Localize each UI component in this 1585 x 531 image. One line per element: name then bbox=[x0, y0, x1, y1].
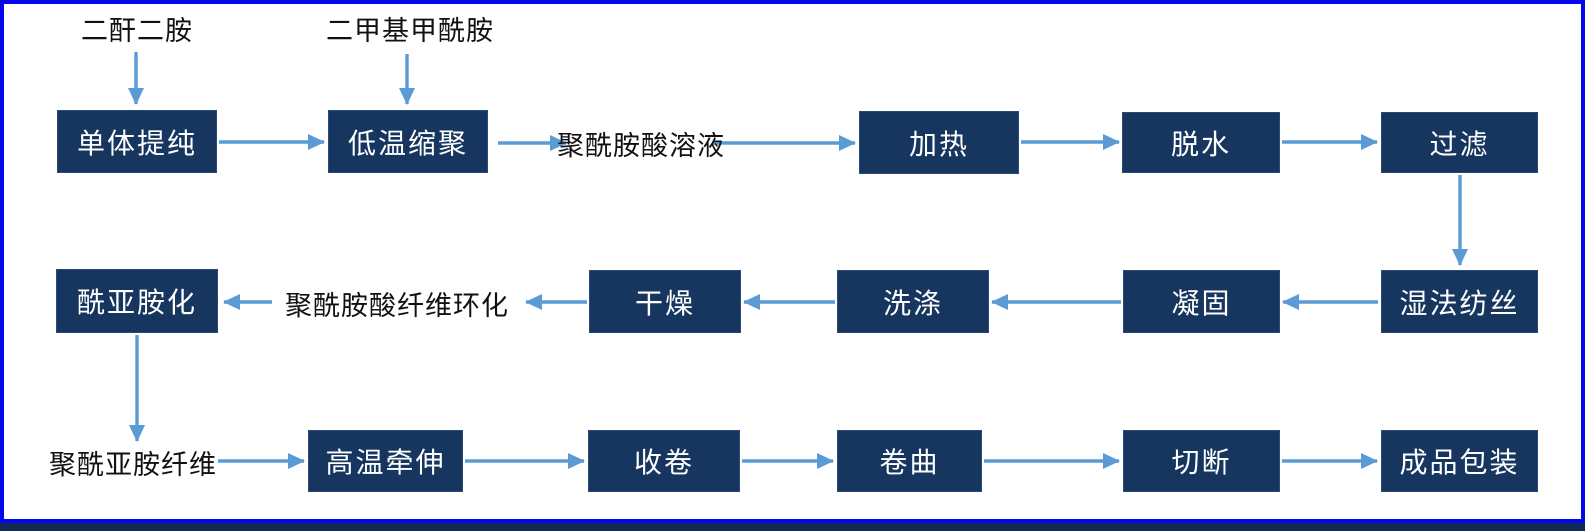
process-box-high-temperature-drawing: 高温牵伸 bbox=[308, 430, 463, 492]
process-box-low-temperature-polycondensation: 低温缩聚 bbox=[328, 110, 488, 173]
process-box-coagulation: 凝固 bbox=[1123, 270, 1280, 333]
process-box-filtration: 过滤 bbox=[1381, 112, 1538, 173]
intermediate-label-polyamic-acid-solution: 聚酰胺酸溶液 bbox=[557, 130, 725, 161]
input-label-dimethylformamide: 二甲基甲酰胺 bbox=[326, 15, 494, 46]
input-label-dianhydride-diamine: 二酐二胺 bbox=[81, 15, 193, 46]
process-box-wet-spinning: 湿法纺丝 bbox=[1381, 270, 1538, 333]
intermediate-label-polyamic-acid-fiber-cyclization: 聚酰胺酸纤维环化 bbox=[285, 290, 509, 321]
process-box-monomer-purification: 单体提纯 bbox=[57, 110, 217, 173]
process-box-imidization: 酰亚胺化 bbox=[56, 269, 218, 333]
process-box-cutting: 切断 bbox=[1123, 430, 1280, 492]
process-box-crimping: 卷曲 bbox=[837, 430, 982, 492]
process-box-washing: 洗涤 bbox=[837, 270, 989, 333]
process-box-finished-product-packaging: 成品包装 bbox=[1381, 430, 1538, 492]
process-box-dehydration: 脱水 bbox=[1122, 112, 1280, 173]
process-box-heating: 加热 bbox=[859, 111, 1019, 174]
intermediate-label-polyimide-fiber: 聚酰亚胺纤维 bbox=[49, 449, 217, 480]
process-box-drying: 干燥 bbox=[589, 270, 741, 333]
process-box-winding: 收卷 bbox=[588, 430, 740, 492]
bottom-bar bbox=[0, 523, 1585, 531]
